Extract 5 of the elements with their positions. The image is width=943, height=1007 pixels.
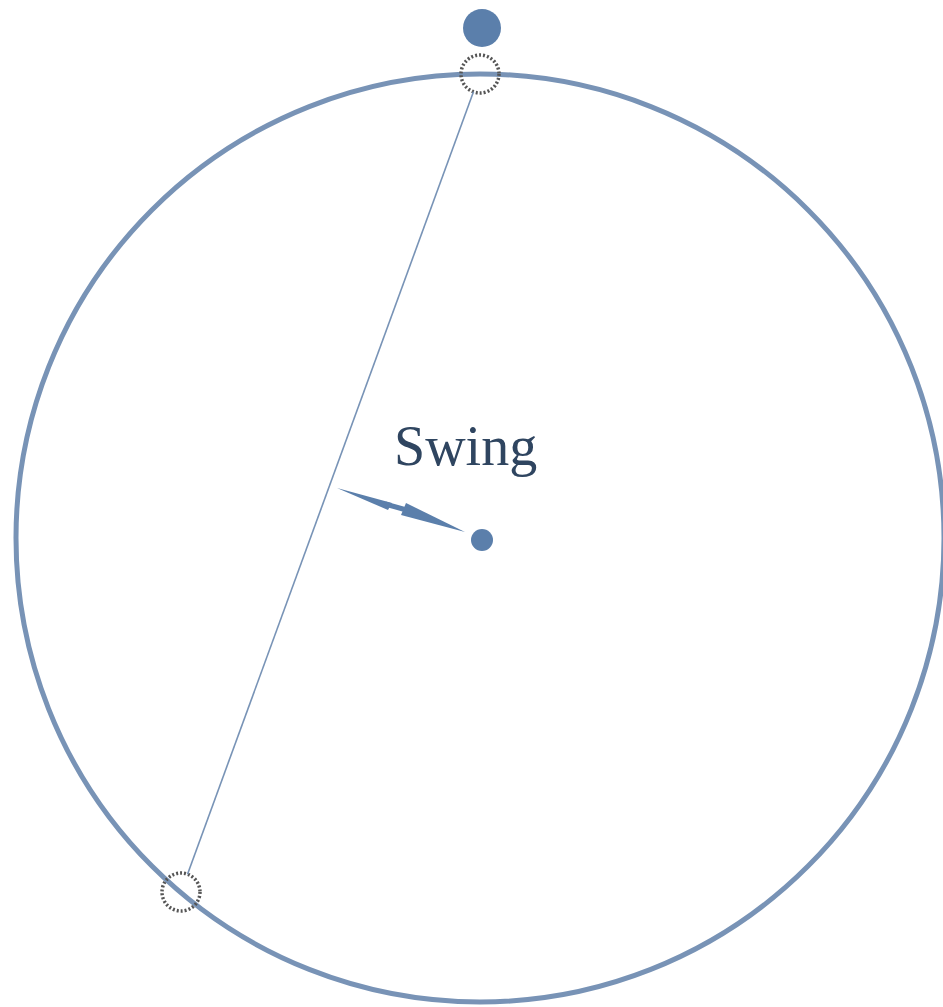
dotted-ring [459,53,501,95]
dotted-ring [160,871,202,913]
dot [463,9,501,47]
dot [471,529,493,551]
chord-line [186,91,475,875]
